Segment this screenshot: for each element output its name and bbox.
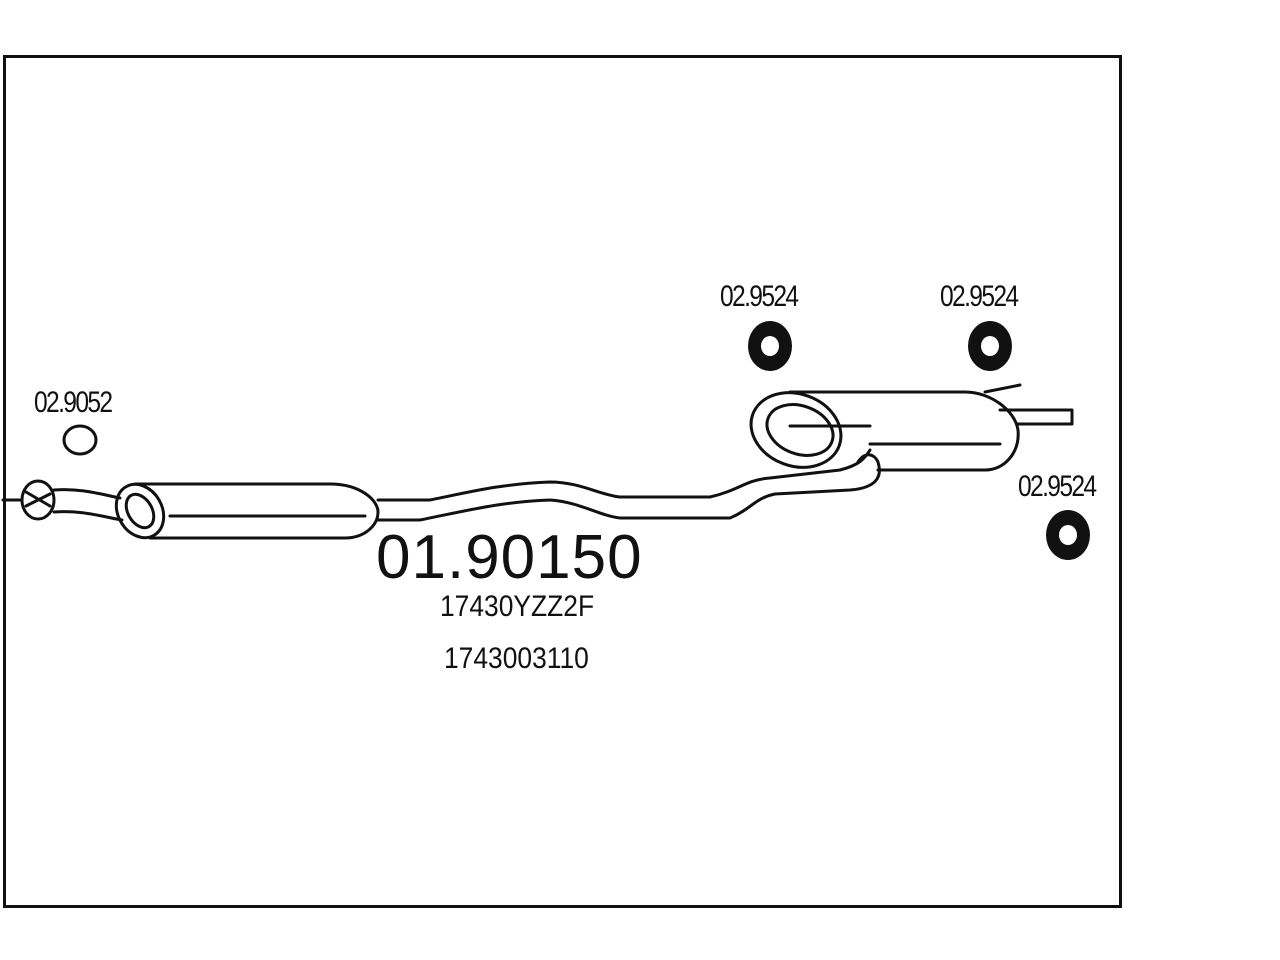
part-ref-hanger-2: 02.9524: [940, 280, 1019, 313]
part-ref-hanger-1: 02.9524: [720, 280, 799, 313]
front-pipe: [52, 488, 124, 522]
gasket-ring-icon: [62, 424, 98, 456]
oem-number-1: 17430YZZ2F: [440, 590, 595, 623]
rubber-hanger-icon: [968, 321, 1012, 371]
tail-pipe: [983, 383, 1074, 426]
front-flange: [1, 479, 56, 521]
rubber-hanger-icon: [748, 321, 792, 371]
rear-silencer: [749, 390, 1020, 472]
oem-number-2: 1743003110: [444, 642, 589, 675]
rubber-hangers: [748, 321, 1090, 560]
intermediate-pipe: [376, 448, 881, 522]
part-ref-hanger-3: 02.9524: [1018, 470, 1097, 503]
part-number: 01.90150: [376, 523, 643, 592]
part-ref-gasket: 02.9052: [34, 386, 113, 419]
rubber-hanger-icon: [1046, 510, 1090, 560]
front-silencer: [114, 482, 380, 540]
diagram-frame: [3, 55, 1122, 908]
